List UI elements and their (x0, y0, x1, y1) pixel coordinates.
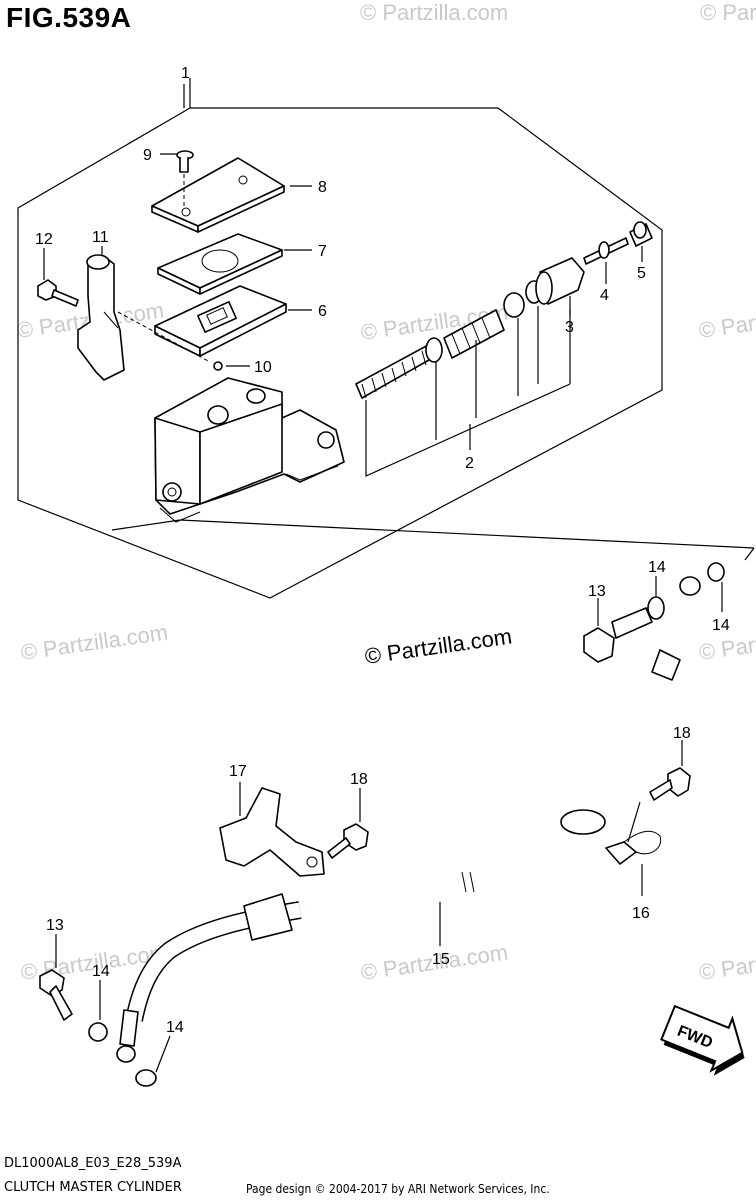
callout-6: 6 (318, 303, 327, 320)
hose-guide-16 (605, 801, 662, 896)
clamp-17 (219, 782, 325, 877)
callout-14-d: 14 (166, 1019, 184, 1036)
piston-set-2 (355, 280, 543, 399)
callout-14-c: 14 (92, 963, 110, 980)
bolt-12 (37, 279, 79, 307)
callout-13-upper: 13 (588, 583, 606, 600)
watermark-group: © Partzilla.com © Partzilla.com © Partzi… (15, 0, 756, 985)
callout-11: 11 (92, 229, 109, 246)
callout-14-b: 14 (712, 617, 730, 634)
watermark: © Partzilla.com (697, 940, 756, 985)
callout-1: 1 (181, 65, 190, 82)
screw-9 (176, 150, 194, 208)
callout-17: 17 (229, 763, 247, 780)
callout-8: 8 (318, 179, 327, 196)
washers-14 (88, 562, 725, 1087)
callout-labels: 1 2 3 4 5 6 7 8 9 10 11 12 13 14 14 13 1… (35, 65, 730, 1036)
assembly-frame (17, 78, 755, 599)
reservoir-cap-8 (151, 157, 285, 233)
bolt-18-guide (649, 740, 691, 801)
plate-10 (117, 311, 223, 371)
hose-15 (116, 576, 701, 1063)
fwd-arrow-badge: FWD (660, 1004, 745, 1076)
model-code: DL1000AL8_E03_E28_539A (4, 1156, 182, 1171)
callout-15: 15 (432, 951, 450, 968)
page-credit: Page design © 2004-2017 by ARI Network S… (246, 1182, 550, 1196)
watermark: © Partzilla.com (19, 620, 169, 665)
holder-11 (77, 254, 125, 381)
callout-12: 12 (35, 231, 53, 248)
watermark: © Partzilla.com (697, 298, 756, 343)
callout-10: 10 (254, 359, 272, 376)
figure-title: FIG.539A (6, 2, 132, 33)
callout-3: 3 (565, 319, 574, 336)
callout-4: 4 (600, 287, 609, 304)
bolt-18-clamp (327, 788, 369, 859)
callout-13-lower: 13 (46, 917, 64, 934)
callout-16: 16 (632, 905, 650, 922)
callout-14-a: 14 (648, 559, 666, 576)
watermark: © Partzilla.com (700, 0, 756, 25)
banjo-bolt-13-upper (583, 598, 653, 663)
callout-2: 2 (465, 455, 474, 472)
leader-lines (43, 153, 643, 477)
callout-18-b: 18 (673, 725, 691, 742)
diaphragm-plate-6 (154, 285, 287, 357)
callout-7: 7 (318, 243, 327, 260)
boot-3 (535, 257, 585, 305)
banjo-bolt-13-lower (39, 934, 73, 1021)
watermark: © Partzilla.com (360, 0, 508, 25)
callout-18-a: 18 (350, 771, 368, 788)
assembly-name: CLUTCH MASTER CYLINDER (4, 1180, 182, 1195)
callout-5: 5 (637, 265, 646, 282)
gasket-7 (157, 233, 283, 295)
callout-9: 9 (143, 147, 152, 164)
watermark-main: © Partzilla.com (363, 624, 513, 669)
master-cylinder-body (154, 377, 345, 523)
rod-end-5 (629, 221, 653, 247)
push-rod-4 (583, 237, 629, 265)
